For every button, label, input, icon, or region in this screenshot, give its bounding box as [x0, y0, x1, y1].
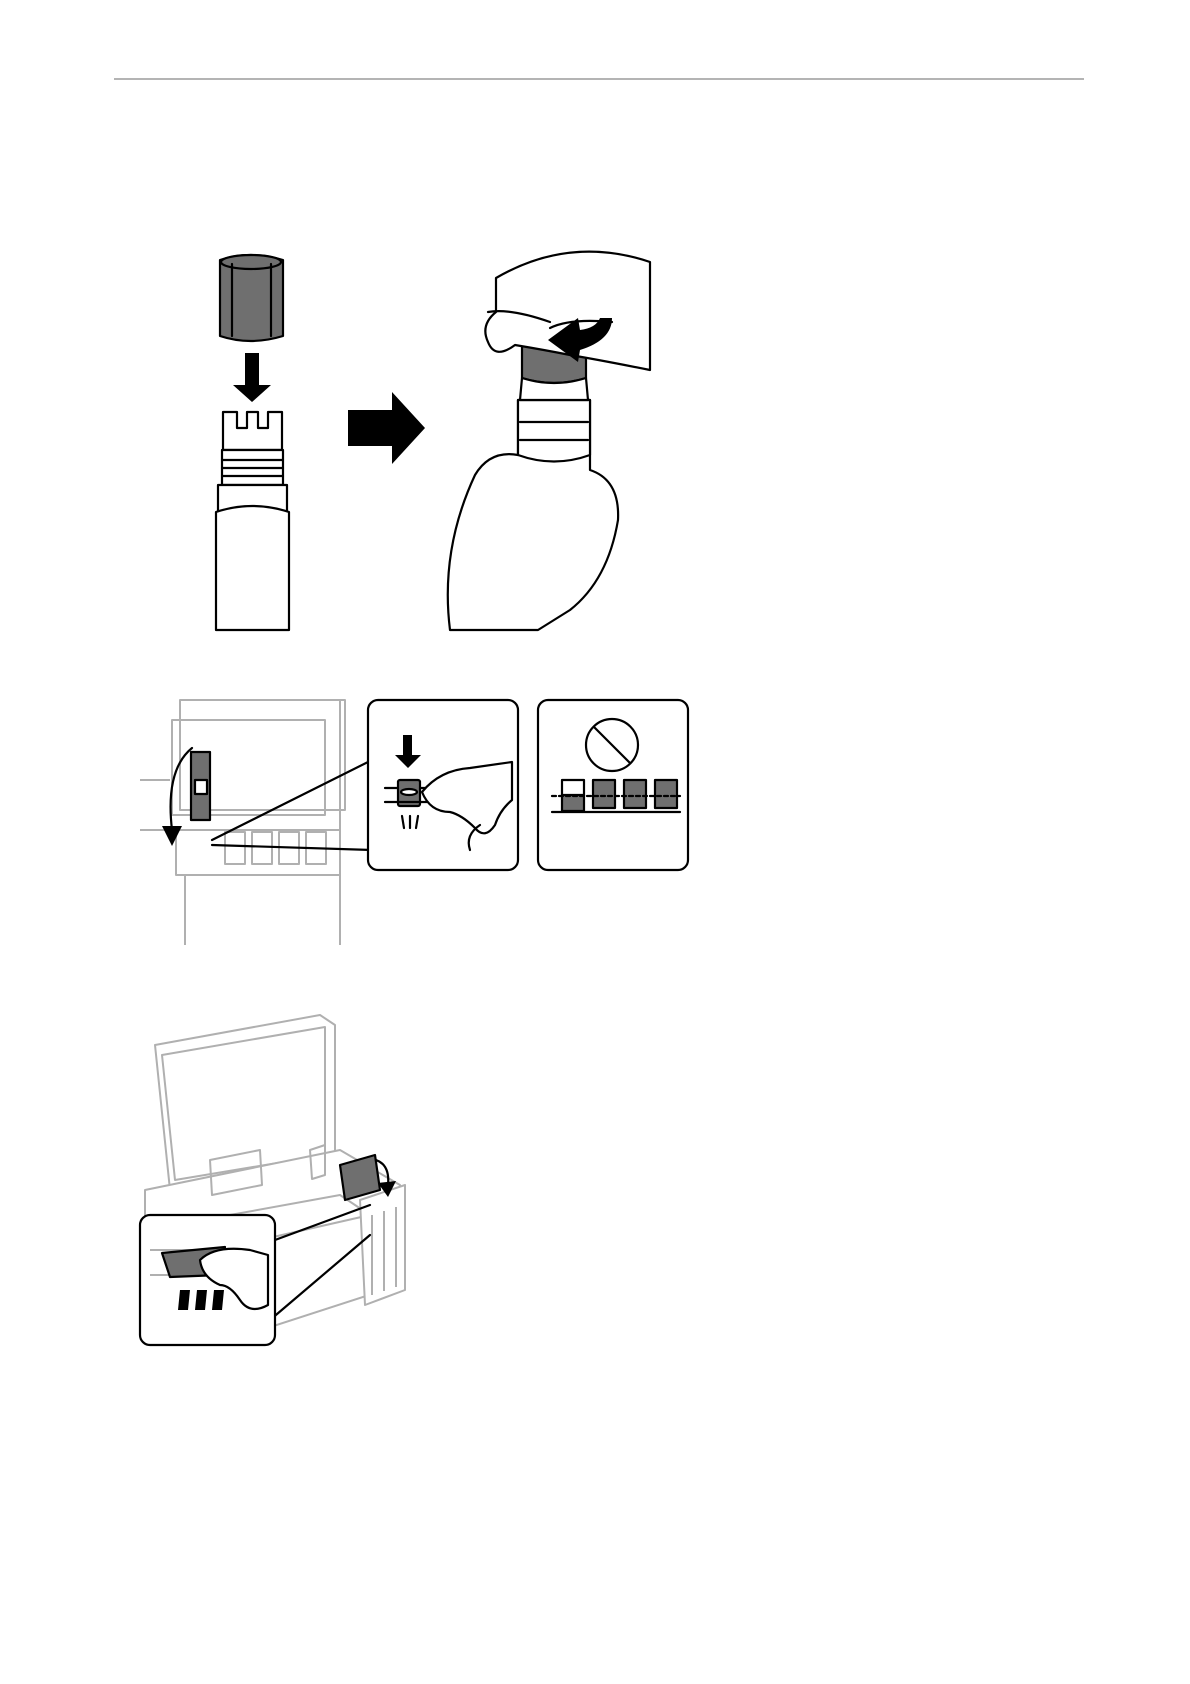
- tank-cover-close-icon: [340, 1155, 396, 1200]
- printer-figure: [140, 1015, 470, 1355]
- down-arrow-icon: [233, 353, 271, 402]
- tank-figure: [140, 700, 760, 945]
- bottle-cap-icon: [220, 255, 283, 341]
- right-arrow-icon: [348, 392, 425, 464]
- bottle-neck-icon: [216, 412, 289, 630]
- prohibited-icon: [538, 700, 688, 870]
- ink-tank-cap-icon: [191, 752, 210, 820]
- header-rule: [114, 78, 1084, 80]
- hand-twisting-cap-icon: [448, 252, 650, 630]
- cap-figure: [150, 250, 690, 630]
- hand-detail-icon: [140, 1215, 275, 1345]
- press-detail-icon: [368, 700, 518, 870]
